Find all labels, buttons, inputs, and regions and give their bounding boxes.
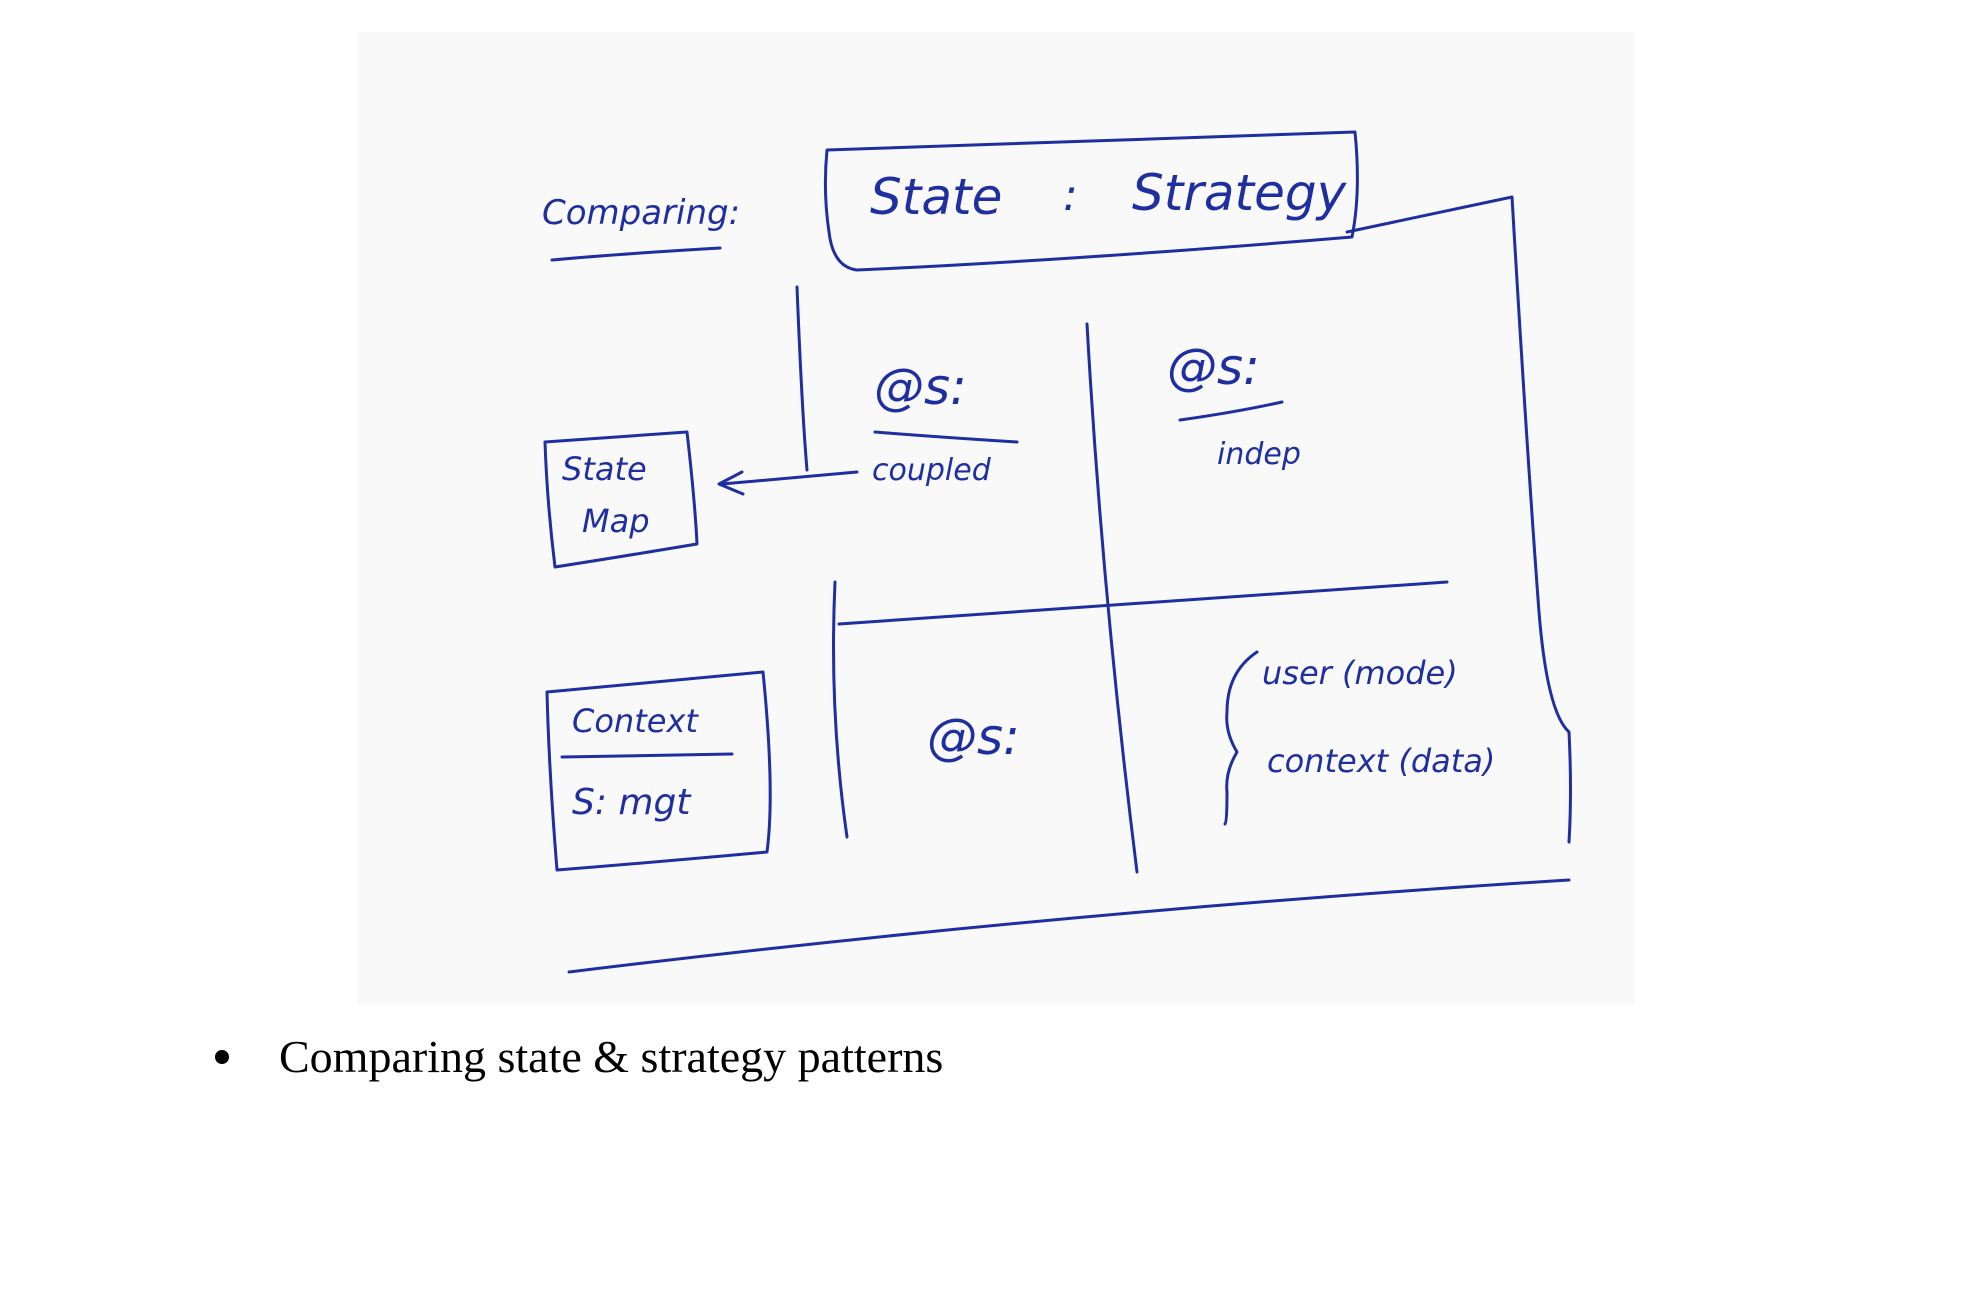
handwritten-sketch: Comparing: State : Strategy State Map Co… [357, 32, 1635, 1005]
cell-bottom-right-line1: user (mode) [1262, 654, 1458, 692]
banner-colon: : [1063, 170, 1078, 221]
sketch-drawing: Comparing: State : Strategy State Map Co… [542, 130, 1572, 974]
cell-top-left-underline [873, 430, 1019, 444]
cell-top-left-label: @s: [874, 358, 967, 416]
context-line1: Context [572, 702, 699, 740]
cell-top-right-underline [1178, 400, 1284, 422]
curly-brace [1223, 650, 1259, 826]
cell-bottom-right-line2: context (data) [1267, 742, 1495, 780]
context-line2: S: mgt [572, 782, 692, 823]
banner-state: State [870, 168, 1002, 226]
sketch-heading: Comparing: [542, 193, 740, 233]
context-box [545, 670, 772, 872]
heading-underline [550, 246, 722, 262]
banner-box [823, 130, 1359, 272]
banner-strategy: Strategy [1132, 164, 1348, 222]
arrow-head [717, 470, 745, 496]
bullet-icon [215, 1049, 229, 1064]
cell-bottom-left-label: @s: [927, 708, 1020, 766]
context-divider [560, 752, 734, 759]
grid-bottom-line [567, 878, 1571, 974]
cell-top-left-value: coupled [872, 453, 992, 488]
grid-left-top-line [795, 285, 809, 472]
state-map-line2: Map [582, 502, 650, 540]
right-bracket-line [1345, 195, 1572, 844]
state-map-line1: State [562, 450, 647, 488]
caption-item: Comparing state & strategy patterns [215, 1030, 943, 1083]
caption-list: Comparing state & strategy patterns [215, 1030, 943, 1083]
grid-middle-line [1085, 322, 1139, 874]
state-map-box [543, 430, 699, 569]
grid-left-bottom-line [832, 580, 849, 839]
cell-top-right-label: @s: [1167, 338, 1260, 396]
caption-text: Comparing state & strategy patterns [279, 1031, 944, 1082]
grid-horizontal-line [837, 580, 1449, 626]
arrow-to-state-map [720, 470, 859, 486]
cell-top-right-value: indep [1217, 437, 1301, 472]
